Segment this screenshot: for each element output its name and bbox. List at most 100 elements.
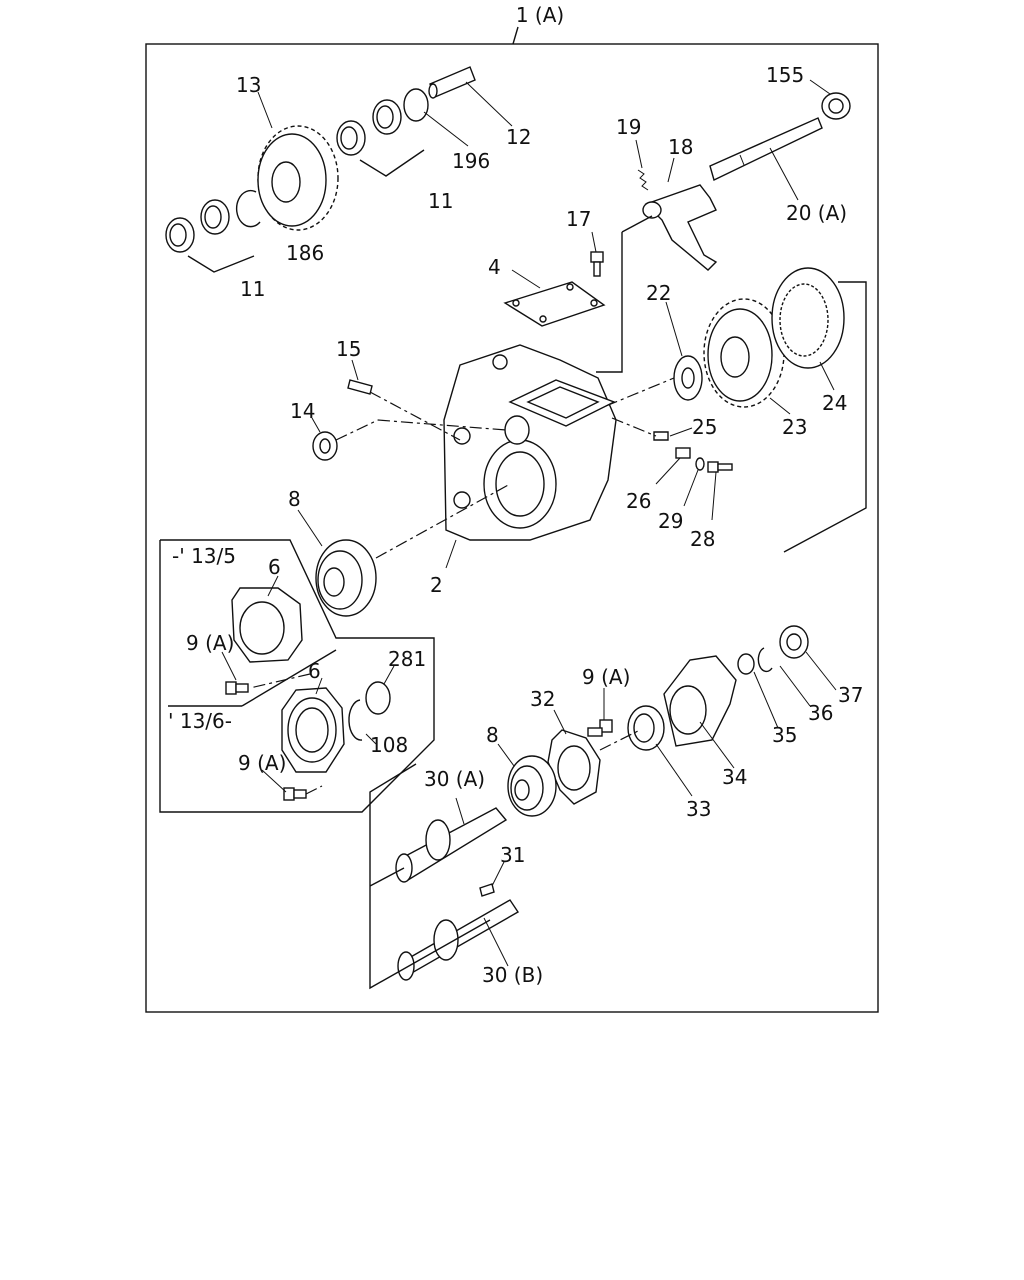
spring-19 <box>637 169 649 191</box>
label-30a: 30 (A) <box>424 767 485 791</box>
fork-bracket <box>596 232 623 373</box>
label-24: 24 <box>822 391 847 415</box>
variant-from-label: ' 13/6- <box>168 709 232 733</box>
flange-6-upper <box>231 587 303 663</box>
bearing-8-upper <box>315 539 377 617</box>
sleeve-24 <box>771 267 845 369</box>
centerline-14 <box>335 419 379 441</box>
retainer-32 <box>547 729 601 805</box>
variant-upto-label: -' 13/5 <box>172 544 236 568</box>
label-33: 33 <box>686 797 711 821</box>
fork-link <box>621 215 653 233</box>
label-108: 108 <box>370 733 408 757</box>
bracket-11-upper <box>359 149 425 177</box>
bushing-155 <box>821 92 851 120</box>
label-9a-lower: 9 (A) <box>238 751 286 775</box>
washer-36 <box>757 647 773 673</box>
centerline-33 <box>599 729 641 751</box>
washer-22 <box>673 355 703 401</box>
nut-37 <box>779 625 809 659</box>
bolt-9a-lower <box>283 787 307 801</box>
assembly-frame <box>145 43 879 1013</box>
bolt-9a-upper <box>225 681 249 695</box>
label-196: 196 <box>452 149 490 173</box>
flange-6-lower <box>281 687 345 773</box>
label-25: 25 <box>692 415 717 439</box>
snap-ring-186 <box>235 189 261 228</box>
plug-26 <box>675 447 691 459</box>
bracket-30 <box>369 763 491 990</box>
centerline-14b <box>377 419 507 431</box>
cover-4 <box>503 281 606 327</box>
bracket-24 <box>783 281 867 553</box>
label-37: 37 <box>838 683 863 707</box>
label-9a-upper: 9 (A) <box>186 631 234 655</box>
key-31 <box>479 883 495 897</box>
label-155: 155 <box>766 63 804 87</box>
bearing-14 <box>312 431 338 461</box>
bolt-9a-right <box>587 719 613 737</box>
label-15: 15 <box>336 337 361 361</box>
label-18: 18 <box>668 135 693 159</box>
variant-box <box>159 539 435 813</box>
label-32: 32 <box>530 687 555 711</box>
leader-lines <box>221 79 837 967</box>
ring-108 <box>348 699 363 741</box>
centerline-8 <box>375 483 511 559</box>
washer-35 <box>737 653 755 675</box>
label-11-lower: 11 <box>240 277 265 301</box>
label-31: 31 <box>500 843 525 867</box>
label-8-upper: 8 <box>288 487 301 511</box>
bolt-28 <box>707 461 733 473</box>
gear-23 <box>703 298 785 408</box>
label-17: 17 <box>566 207 591 231</box>
label-8-lower: 8 <box>486 723 499 747</box>
seal-33 <box>627 705 665 751</box>
label-12: 12 <box>506 125 531 149</box>
label-19: 19 <box>616 115 641 139</box>
label-6-upper: 6 <box>268 555 281 579</box>
label-6-lower: 6 <box>308 659 321 683</box>
washer-29 <box>695 457 705 471</box>
label-34: 34 <box>722 765 747 789</box>
label-36: 36 <box>808 701 833 725</box>
shift-rod-20a <box>709 117 823 181</box>
centerline-9a-upper <box>249 673 311 689</box>
bearing-8-lower <box>507 755 557 817</box>
label-29: 29 <box>658 509 683 533</box>
centerline-25 <box>611 417 657 437</box>
flange-34 <box>663 655 737 747</box>
label-35: 35 <box>772 723 797 747</box>
shift-fork-18 <box>642 184 718 271</box>
assembly-label: 1 (A) <box>516 3 564 27</box>
gear-13 <box>257 125 339 231</box>
assembly-leader <box>512 26 519 45</box>
label-14: 14 <box>290 399 315 423</box>
label-4: 4 <box>488 255 501 279</box>
label-26: 26 <box>626 489 651 513</box>
bracket-30-link <box>369 867 405 887</box>
label-30b: 30 (B) <box>482 963 543 987</box>
pin-12 <box>428 66 476 99</box>
centerline-15 <box>369 391 461 441</box>
label-2: 2 <box>430 573 443 597</box>
seal-281 <box>365 681 391 715</box>
label-20a: 20 (A) <box>786 201 847 225</box>
ring-196 <box>403 88 429 122</box>
label-281: 281 <box>388 647 426 671</box>
centerline-9a-lower <box>305 785 323 795</box>
shaft-30a <box>395 807 508 883</box>
centerline-22 <box>605 377 675 407</box>
bolt-17 <box>590 251 604 277</box>
label-13: 13 <box>236 73 261 97</box>
label-23: 23 <box>782 415 807 439</box>
label-186: 186 <box>286 241 324 265</box>
label-28: 28 <box>690 527 715 551</box>
bracket-11-lower <box>187 255 255 273</box>
label-9a-right: 9 (A) <box>582 665 630 689</box>
label-22: 22 <box>646 281 671 305</box>
pin-15 <box>347 379 373 395</box>
housing-2 <box>443 344 617 541</box>
bearing-11-upper <box>336 99 402 156</box>
